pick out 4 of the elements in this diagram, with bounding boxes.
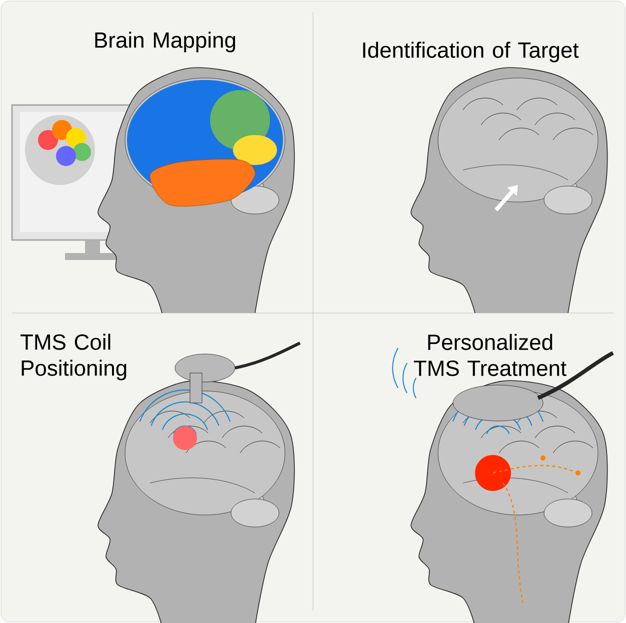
panel-title: Personalized TMS Treatment: [414, 334, 566, 376]
panel-title: Identification of Target: [363, 42, 579, 62]
panel-title: TMS Coil Positioning: [20, 334, 126, 380]
panel-title: Brain Mapping: [95, 32, 236, 52]
